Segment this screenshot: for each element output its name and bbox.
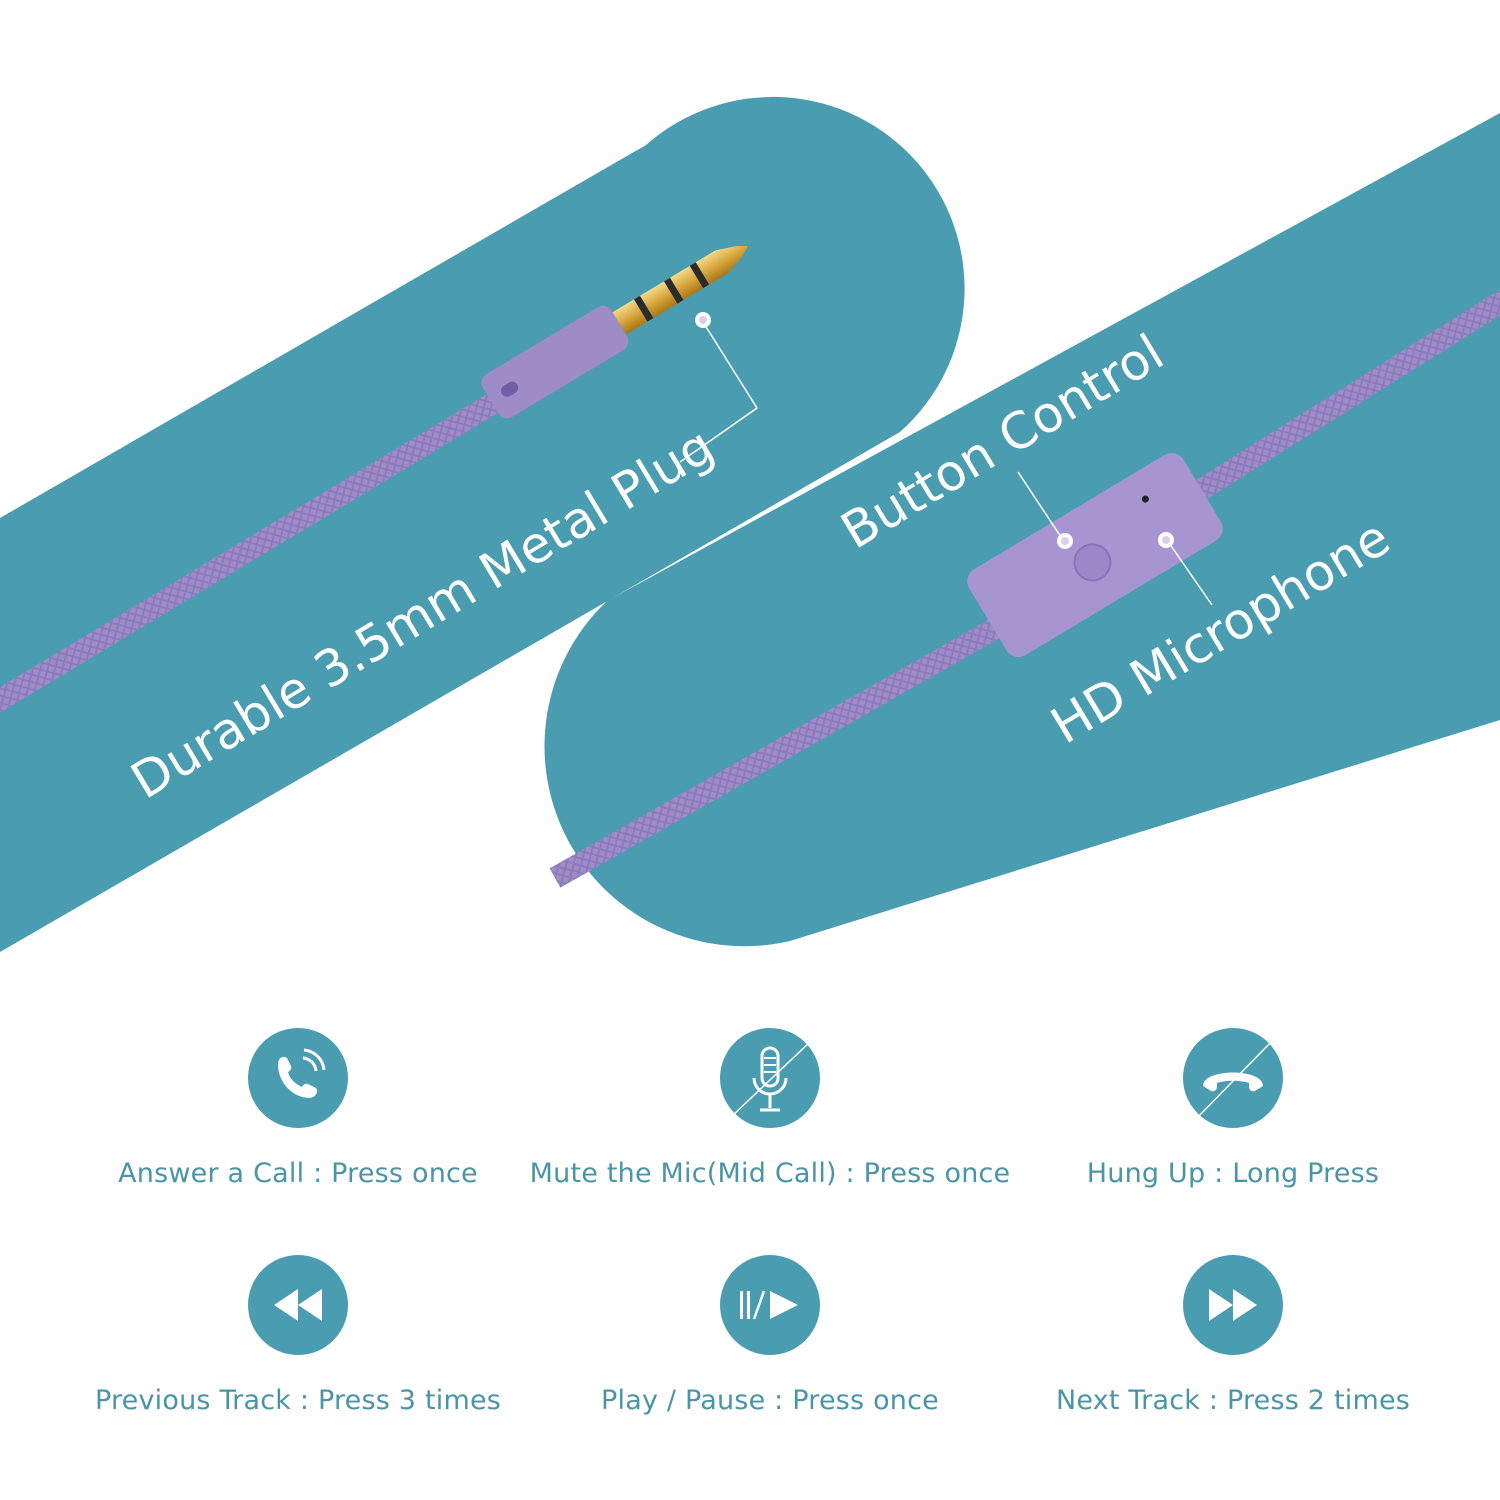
mute-microphone-icon [720,1028,820,1128]
control-label: Play / Pause : Press once [601,1385,939,1416]
teal-band-top [0,96,965,952]
control-next-track: Next Track : Press 2 times [993,1255,1473,1455]
control-label: Previous Track : Press 3 times [94,1385,502,1416]
control-previous-track: Previous Track : Press 3 times [58,1255,538,1455]
callout-microphone [1158,532,1213,606]
play-pause-icon [720,1255,820,1355]
control-label: Hung Up : Long Press [1086,1158,1380,1189]
control-label: Next Track : Press 2 times [1055,1385,1411,1416]
control-answer-call: Answer a Call : Press once [58,1028,538,1228]
control-label: Mute the Mic(Mid Call) : Press once [529,1158,1011,1189]
inline-remote [967,452,1223,658]
control-mute-mic: Mute the Mic(Mid Call) : Press once [530,1028,1010,1228]
plug-housing [481,246,748,419]
control-play-pause: Play / Pause : Press once [530,1255,1010,1455]
fast-forward-icon [1183,1255,1283,1355]
rewind-icon [248,1255,348,1355]
control-hang-up: Hung Up : Long Press [993,1028,1473,1228]
cable-top [0,246,748,713]
phone-call-icon [248,1028,348,1128]
callout-plug [679,312,759,463]
metal-plug [612,246,748,335]
control-label: Answer a Call : Press once [118,1158,478,1189]
hang-up-icon [1183,1028,1283,1128]
callout-button [1017,471,1073,549]
cable-bottom [549,289,1500,888]
